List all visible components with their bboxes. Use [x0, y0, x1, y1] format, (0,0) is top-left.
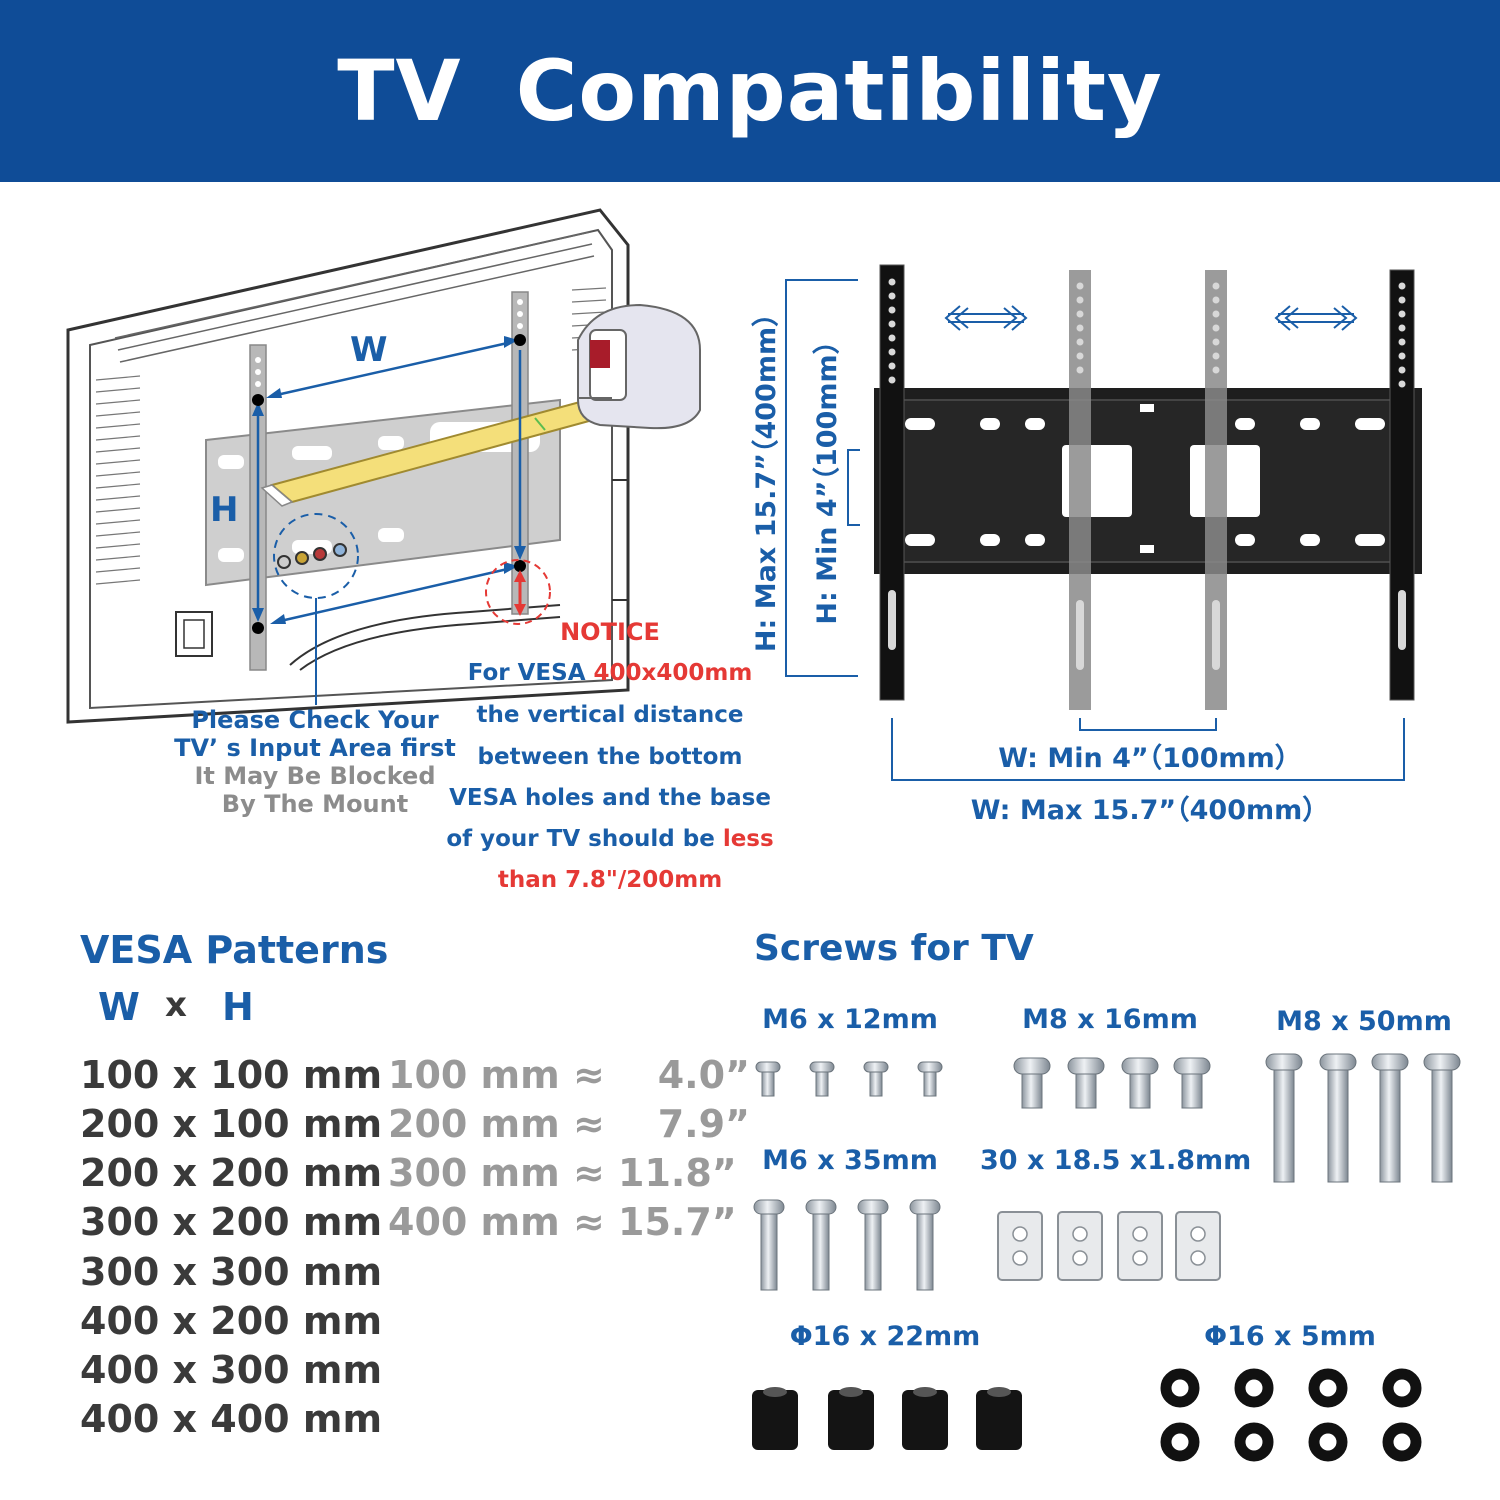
vesa-w-label: W — [98, 985, 140, 1029]
vesa-pattern-3: 200 x 200 mm — [80, 1151, 383, 1195]
notice-title: NOTICE — [560, 618, 660, 646]
height-min-label: H: Min 4”（100mm） — [812, 327, 843, 625]
m6x12-screw-icon — [863, 1061, 889, 1073]
notice-line5: of your TV should be less — [446, 826, 774, 852]
notice-line4: VESA holes and the base — [449, 785, 771, 811]
vesa-title: VESA Patterns — [80, 928, 389, 972]
m6x35-screw-icon — [857, 1199, 889, 1215]
left-vent — [95, 375, 141, 585]
washer-plate-icon — [1117, 1211, 1163, 1281]
screw-label-m8x16: M8 x 16mm — [1022, 1004, 1198, 1035]
inner-arm-left — [1069, 270, 1091, 710]
m6x35-screw-icon — [805, 1199, 837, 1215]
vesa-pattern-1: 100 x 100 mm — [80, 1053, 383, 1097]
washer-icon — [1160, 1422, 1200, 1462]
washer-icon — [1382, 1368, 1422, 1408]
screw-label-m8x50: M8 x 50mm — [1276, 1006, 1452, 1037]
screw-label-m6x12: M6 x 12mm — [762, 1004, 938, 1035]
m6x35-screw-icon — [909, 1199, 941, 1215]
washer-icon — [1160, 1368, 1200, 1408]
notice-line2: the vertical distance — [476, 702, 744, 728]
vesa-x-label: x — [165, 985, 187, 1025]
washer-plate-icon — [997, 1211, 1043, 1281]
screws-title: Screws for TV — [754, 928, 1034, 969]
washer-plate-icon — [1057, 1211, 1103, 1281]
m8x50-screw-icon — [1371, 1053, 1409, 1071]
washer-icon — [1308, 1368, 1348, 1408]
slide-arrow-left-icon — [944, 305, 1028, 331]
blocked-line2: By The Mount — [221, 790, 409, 818]
m8x50-screw-icon — [1265, 1053, 1303, 1071]
vesa-pattern-6: 400 x 200 mm — [80, 1299, 383, 1343]
washer-icon — [1234, 1422, 1274, 1462]
width-max-label: W: Max 15.7”（400mm） — [970, 795, 1330, 826]
vesa-pattern-7: 400 x 300 mm — [80, 1348, 383, 1392]
page-title: TV Compatibility — [337, 42, 1163, 140]
m6x12-screw-icon — [809, 1061, 835, 1073]
conversion-4: 400 mm ≈ 15.7” — [388, 1200, 737, 1244]
inner-arm-right — [1205, 270, 1227, 710]
washer-icon — [1308, 1422, 1348, 1462]
conversion-2: 200 mm ≈ 7.9” — [388, 1102, 751, 1146]
notice-line6: than 7.8"/200mm — [497, 867, 723, 893]
height-max-label: H: Max 15.7”（400mm） — [751, 299, 782, 653]
check-input-line1: Please Check Your — [191, 706, 439, 734]
header-banner — [0, 0, 1500, 182]
washer-plate-icon — [1175, 1211, 1221, 1281]
vesa-h-label: H — [222, 985, 254, 1029]
vesa-pattern-2: 200 x 100 mm — [80, 1102, 383, 1146]
vesa-pattern-4: 300 x 200 mm — [80, 1200, 383, 1244]
washer-plate-label: 30 x 18.5 x1.8mm — [980, 1145, 1252, 1176]
washer-icon — [1382, 1422, 1422, 1462]
washer-label: Φ16 x 5mm — [1204, 1321, 1376, 1352]
vesa-pattern-8: 400 x 400 mm — [80, 1397, 383, 1441]
hardware-illustration — [752, 1053, 1461, 1462]
m6x35-screw-icon — [753, 1199, 785, 1215]
vesa-pattern-5: 300 x 300 mm — [80, 1250, 383, 1294]
m6x12-screw-icon — [755, 1061, 781, 1073]
m8x50-screw-icon — [1319, 1053, 1357, 1071]
height-label: H — [210, 490, 239, 530]
m8x50-screw-icon — [1423, 1053, 1461, 1071]
m6x12-screw-icon — [917, 1061, 943, 1073]
tv-back-illustration — [66, 208, 701, 724]
notice-highlight — [485, 559, 551, 625]
blocked-line1: It May Be Blocked — [194, 762, 436, 790]
tape-measure-icon — [577, 303, 701, 430]
spacer-icon — [902, 1390, 948, 1450]
m8x16-screw-icon — [1173, 1057, 1211, 1075]
width-label: W — [350, 330, 388, 370]
m8x16-screw-icon — [1013, 1057, 1051, 1075]
notice-line3: between the bottom — [477, 744, 743, 770]
input-area-highlight — [273, 513, 359, 599]
conversion-3: 300 mm ≈ 11.8” — [388, 1151, 737, 1195]
power-input-icon — [175, 611, 213, 657]
m8x16-screw-icon — [1121, 1057, 1159, 1075]
m8x16-screw-icon — [1067, 1057, 1105, 1075]
slide-arrow-right-icon — [1274, 305, 1358, 331]
spacer-label: Φ16 x 22mm — [789, 1321, 981, 1352]
mount-diagram — [785, 264, 1422, 781]
check-input-line2: TV’ s Input Area first — [174, 734, 456, 762]
spacer-icon — [976, 1390, 1022, 1450]
conversion-1: 100 mm ≈ 4.0” — [388, 1053, 751, 1097]
washer-icon — [1234, 1368, 1274, 1408]
notice-line1: For VESA 400x400mm — [467, 660, 753, 686]
width-min-label: W: Min 4”（100mm） — [998, 743, 1302, 774]
spacer-icon — [828, 1390, 874, 1450]
screw-label-m6x35: M6 x 35mm — [762, 1145, 938, 1176]
spacer-icon — [752, 1390, 798, 1450]
